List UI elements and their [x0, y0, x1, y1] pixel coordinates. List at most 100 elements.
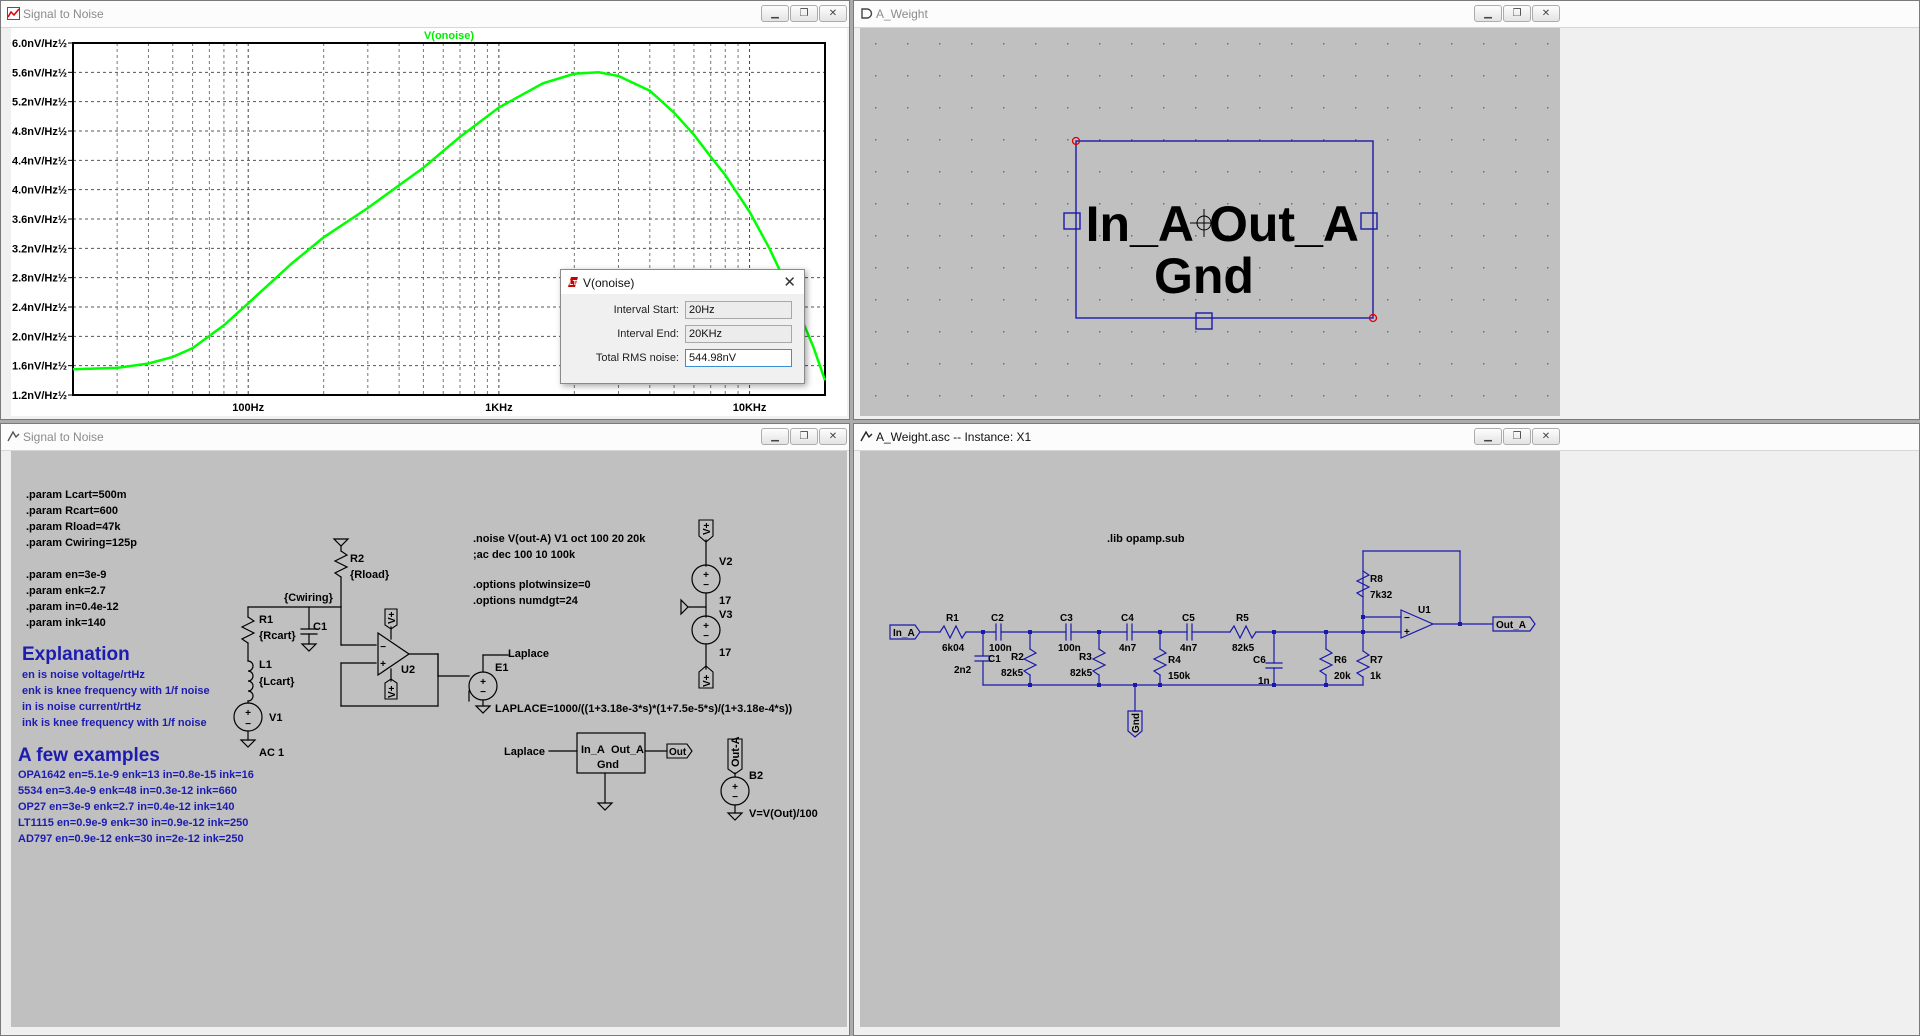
- schematic-window-titlebar[interactable]: Signal to Noise ▁ ❐ ✕: [1, 424, 849, 451]
- subckt-x1[interactable]: [576, 732, 646, 774]
- ground-symbol: [680, 598, 689, 616]
- svg-text:+: +: [703, 570, 709, 581]
- svg-text:−: −: [245, 719, 251, 730]
- resistor-r7[interactable]: [1355, 650, 1371, 678]
- example-line: 5534 en=3.4e-9 enk=48 in=0.3e-12 ink=660: [18, 785, 237, 797]
- label-e1: E1: [495, 662, 508, 674]
- label-v1: V1: [269, 712, 282, 724]
- net-flag-gnd[interactable]: [1127, 710, 1143, 738]
- svg-text:−: −: [480, 687, 486, 698]
- interval-start-field[interactable]: 20Hz: [685, 301, 792, 319]
- y-tick-label: 2.0nV/Hz½: [12, 331, 67, 343]
- a-weight-circuit[interactable]: .lib opamp.sub: [860, 451, 1560, 1027]
- ground-symbol: [332, 538, 350, 547]
- pin-in-a[interactable]: [1063, 212, 1081, 230]
- close-button[interactable]: ✕: [1532, 5, 1560, 22]
- pin-gnd[interactable]: [1195, 312, 1213, 330]
- explanation-line: en is noise voltage/rtHz: [22, 669, 145, 681]
- plot-window-titlebar[interactable]: Signal to Noise ▁ ❐ ✕: [1, 1, 849, 28]
- filter-circuit[interactable]: [889, 550, 1536, 738]
- opamp-signs: −+: [1404, 613, 1410, 638]
- param-line: .param en=3e-9: [26, 569, 106, 581]
- symbol-window[interactable]: A_Weight ▁ ❐ ✕ In_A Out_A Gnd: [853, 0, 1920, 420]
- interval-end-field[interactable]: 20KHz: [685, 325, 792, 343]
- svg-text:−: −: [380, 642, 386, 653]
- net-flag-in-a[interactable]: [889, 624, 921, 640]
- explanation-line: enk is knee frequency with 1/f noise: [22, 685, 210, 697]
- resize-handle-top-left[interactable]: [1071, 136, 1081, 146]
- total-rms-label: Total RMS noise:: [595, 352, 679, 364]
- maximize-button[interactable]: ❐: [790, 5, 818, 22]
- trace-v-onoise[interactable]: [72, 71, 827, 381]
- y-tick-label: 1.2nV/Hz½: [12, 390, 67, 402]
- resistor-r1[interactable]: [240, 616, 256, 644]
- svg-text:−: −: [703, 631, 709, 642]
- trace-label[interactable]: V(onoise): [424, 30, 474, 42]
- source-circuit[interactable]: [233, 538, 750, 821]
- symbol-canvas[interactable]: In_A Out_A Gnd: [860, 28, 1560, 416]
- grid-background: [860, 28, 1560, 416]
- y-tick-label: 4.0nV/Hz½: [12, 185, 67, 197]
- label-c2-value: 100n: [989, 643, 1012, 654]
- opamp-u1[interactable]: [1400, 609, 1435, 639]
- resistor-r4[interactable]: [1152, 648, 1168, 676]
- total-rms-field[interactable]: 544.98nV: [685, 349, 792, 367]
- rms-noise-dialog[interactable]: LT V(onoise) ✕ Interval Start: 20Hz Inte…: [560, 269, 805, 384]
- maximize-button[interactable]: ❐: [790, 428, 818, 445]
- close-button[interactable]: ✕: [819, 5, 847, 22]
- minimize-button[interactable]: ▁: [1474, 428, 1502, 445]
- resistor-r2[interactable]: [1022, 648, 1038, 676]
- resize-handle-bottom-right[interactable]: [1368, 313, 1378, 323]
- label-b2-value: V=V(Out)/100: [749, 808, 818, 820]
- pin-out-a[interactable]: [1360, 212, 1378, 230]
- ground-symbol: [474, 705, 492, 714]
- resistor-r5[interactable]: [1229, 624, 1257, 640]
- label-v3: V3: [719, 609, 732, 621]
- label-laplace-expr: LAPLACE=1000/((1+3.18e-3*s)*(1+7.5e-5*s)…: [495, 703, 792, 715]
- inductor-l1[interactable]: [247, 660, 254, 702]
- symbol-window-titlebar[interactable]: A_Weight ▁ ❐ ✕: [854, 1, 1919, 28]
- svg-text:+: +: [480, 677, 486, 688]
- svg-text:LT: LT: [569, 280, 578, 287]
- y-tick-label: 2.8nV/Hz½: [12, 273, 67, 285]
- param-line: .param in=0.4e-12: [26, 601, 119, 613]
- label-r6-value: 20k: [1334, 671, 1351, 682]
- resistor-r6[interactable]: [1318, 648, 1334, 676]
- minimize-button[interactable]: ▁: [761, 428, 789, 445]
- label-r1-value: {Rcart}: [259, 630, 296, 642]
- instance-window[interactable]: A_Weight.asc -- Instance: X1 ▁ ❐ ✕ .lib …: [853, 423, 1920, 1036]
- dialog-titlebar[interactable]: LT V(onoise) ✕: [561, 270, 804, 294]
- label-c3-value: 100n: [1058, 643, 1081, 654]
- net-flag-v3-label: V+: [702, 674, 713, 687]
- instance-canvas[interactable]: .lib opamp.sub: [860, 451, 1560, 1027]
- net-flag-out[interactable]: [666, 743, 693, 759]
- minimize-button[interactable]: ▁: [761, 5, 789, 22]
- close-button[interactable]: ✕: [819, 428, 847, 445]
- label-cwiring: {Cwiring}: [284, 592, 334, 604]
- close-button[interactable]: ✕: [1532, 428, 1560, 445]
- schematic-canvas[interactable]: .param Lcart=500m .param Rcart=600 .para…: [11, 451, 847, 1027]
- param-line: .param enk=2.7: [26, 585, 106, 597]
- maximize-button[interactable]: ❐: [1503, 5, 1531, 22]
- resistor-r2[interactable]: [333, 550, 349, 578]
- net-flag-out-a[interactable]: [727, 738, 743, 775]
- opamp-u2[interactable]: [377, 631, 411, 677]
- dialog-close-button[interactable]: ✕: [783, 273, 796, 291]
- resistor-r1[interactable]: [939, 624, 967, 640]
- net-flag-texts: In_A Out_A Gnd: [893, 620, 1526, 733]
- params-block-2: .param en=3e-9 .param enk=2.7 .param in=…: [26, 569, 119, 629]
- label-c4: C4: [1121, 613, 1134, 624]
- resistor-r3[interactable]: [1091, 648, 1107, 676]
- symbol-drawing[interactable]: In_A Out_A Gnd: [860, 28, 1560, 416]
- label-c2: C2: [991, 613, 1004, 624]
- minimize-button[interactable]: ▁: [1474, 5, 1502, 22]
- instance-window-titlebar[interactable]: A_Weight.asc -- Instance: X1 ▁ ❐ ✕: [854, 424, 1919, 451]
- net-flags[interactable]: [384, 519, 743, 775]
- flag-gnd-text: Gnd: [1131, 713, 1142, 733]
- maximize-button[interactable]: ❐: [1503, 428, 1531, 445]
- svg-text:−: −: [732, 792, 738, 803]
- net-flag-out-a[interactable]: [1492, 616, 1536, 632]
- schematic-drawing[interactable]: .param Lcart=500m .param Rcart=600 .para…: [11, 451, 847, 1027]
- resistor-r8[interactable]: [1355, 570, 1371, 598]
- schematic-window[interactable]: Signal to Noise ▁ ❐ ✕ .param Lcart=500m …: [0, 423, 850, 1036]
